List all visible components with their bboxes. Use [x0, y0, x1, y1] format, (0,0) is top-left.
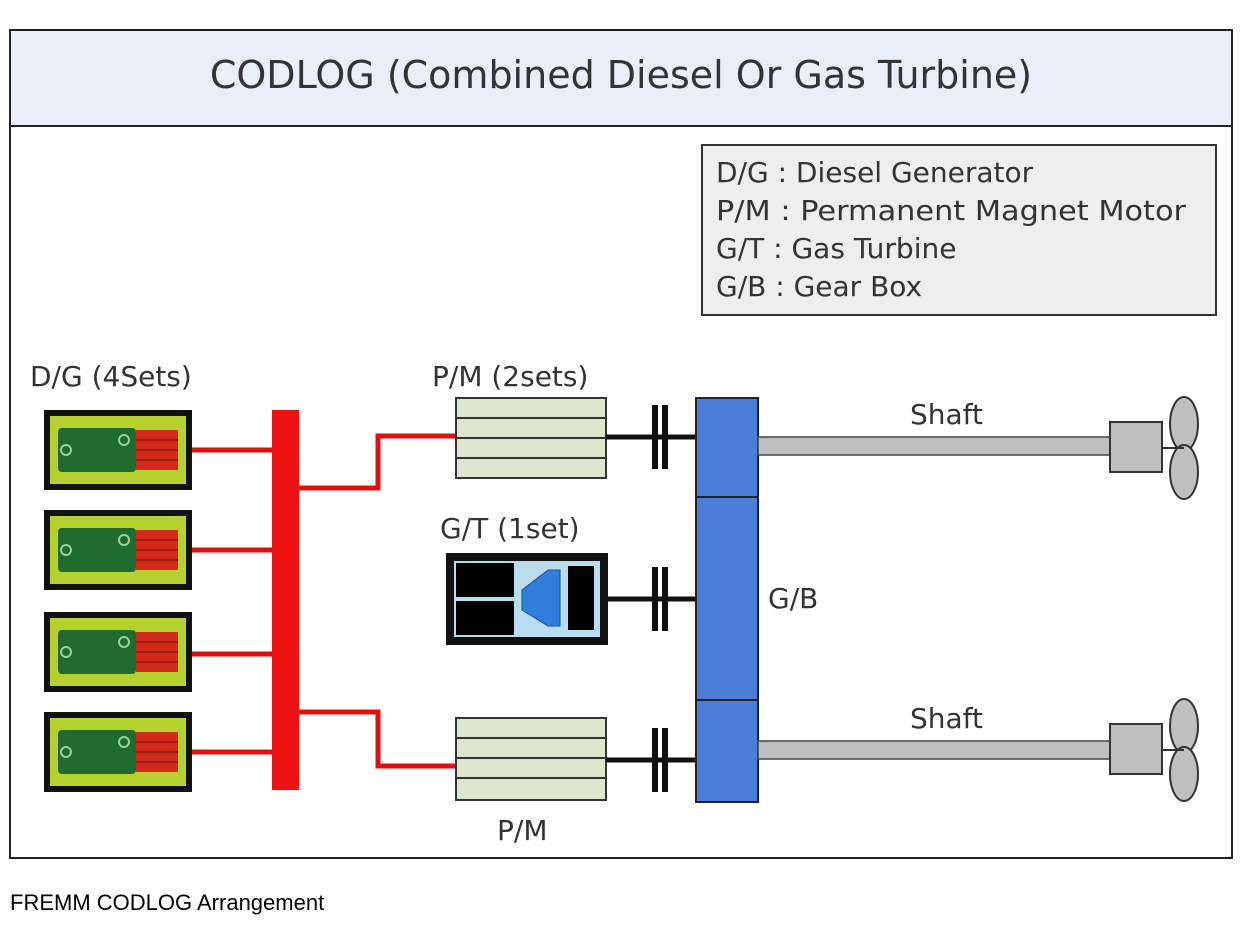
- diesel-generator-unit: [44, 510, 192, 590]
- propeller-icon: [1162, 698, 1199, 802]
- gearbox: [695, 397, 759, 803]
- shaft-bearing-bottom: [1109, 723, 1163, 775]
- figure-caption: FREMM CODLOG Arrangement: [10, 890, 325, 915]
- diesel-generator-unit: [44, 612, 192, 692]
- gt-label: G/T (1set): [440, 512, 580, 545]
- electrical-bus: [272, 410, 299, 790]
- codlog-diagram: CODLOG (Combined Diesel Or Gas Turbine) …: [9, 29, 1233, 859]
- legend-box: D/G : Diesel Generator P/M : Permanent M…: [701, 144, 1217, 316]
- shaft-top: [757, 436, 1111, 456]
- diagram-title: CODLOG (Combined Diesel Or Gas Turbine): [210, 53, 1032, 97]
- propeller-icon: [1162, 396, 1199, 500]
- clutch: [652, 405, 668, 792]
- shaft-bearing-top: [1109, 421, 1163, 473]
- gb-label: G/B: [768, 582, 818, 615]
- legend-item-pm: P/M : Permanent Magnet Motor: [716, 194, 1187, 227]
- pm-motor-top: [455, 397, 607, 479]
- title-bar: [9, 29, 1233, 127]
- electrical-wiring: [186, 433, 456, 769]
- legend-item-gt: G/T : Gas Turbine: [716, 232, 956, 265]
- diesel-generator-unit: [44, 712, 192, 792]
- pm-top-label: P/M (2sets): [432, 360, 588, 393]
- shaft-bottom: [757, 740, 1111, 760]
- legend-item-gb: G/B : Gear Box: [716, 270, 922, 303]
- legend-item-dg: D/G : Diesel Generator: [716, 156, 1034, 189]
- pm-motor-bottom: [455, 717, 607, 801]
- shaft-top-label: Shaft: [910, 398, 983, 431]
- pm-bottom-label: P/M: [497, 814, 547, 847]
- dg-label: D/G (4Sets): [30, 360, 192, 393]
- diesel-generator-unit: [44, 410, 192, 490]
- shaft-bottom-label: Shaft: [910, 702, 983, 735]
- gas-turbine: [446, 553, 608, 645]
